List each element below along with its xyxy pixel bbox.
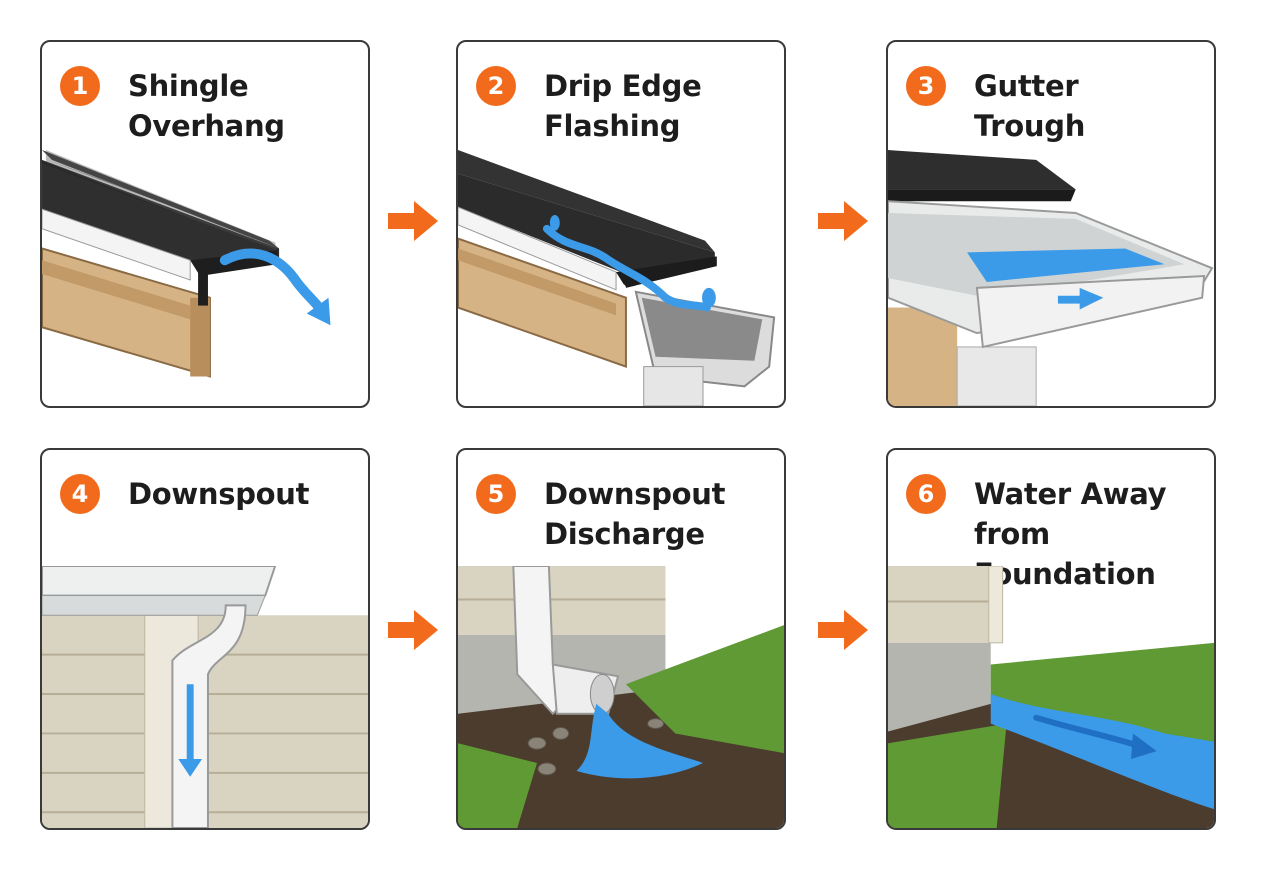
arrow-right-icon [818, 199, 870, 243]
gutter-trough-illustration [888, 150, 1214, 406]
step-title: Downspout [128, 477, 310, 511]
downspout-discharge-illustration [458, 566, 784, 828]
step-number-badge: 4 [60, 474, 100, 514]
step-number-badge: 2 [476, 66, 516, 106]
arrow-right-icon [388, 608, 440, 652]
water-away-from-foundation-illustration [888, 566, 1214, 828]
step-number-badge: 5 [476, 474, 516, 514]
drip-edge-flashing-illustration [458, 150, 784, 406]
shingle-overhang-illustration [42, 150, 368, 406]
step-6-panel: 6 Water Away from Foundation [886, 448, 1216, 830]
arrow-right-icon [388, 199, 440, 243]
step-4-panel: 4 Downspout [40, 448, 370, 830]
step-number-badge: 6 [906, 474, 946, 514]
step-title: Drip Edge Flashing [544, 69, 702, 143]
step-title: Shingle Overhang [128, 69, 285, 143]
step-title: Water Away from Foundation [974, 477, 1167, 591]
step-3-panel: 3 Gutter Trough [886, 40, 1216, 408]
step-number-badge: 3 [906, 66, 946, 106]
step-title: Gutter Trough [974, 69, 1086, 143]
step-number-badge: 1 [60, 66, 100, 106]
arrow-right-icon [818, 608, 870, 652]
downspout-illustration [42, 566, 368, 828]
step-1-panel: 1 Shingle Overhang [40, 40, 370, 408]
step-title: Downspout Discharge [544, 477, 726, 551]
step-5-panel: 5 Downspout Discharge [456, 448, 786, 830]
step-2-panel: 2 Drip Edge Flashing [456, 40, 786, 408]
